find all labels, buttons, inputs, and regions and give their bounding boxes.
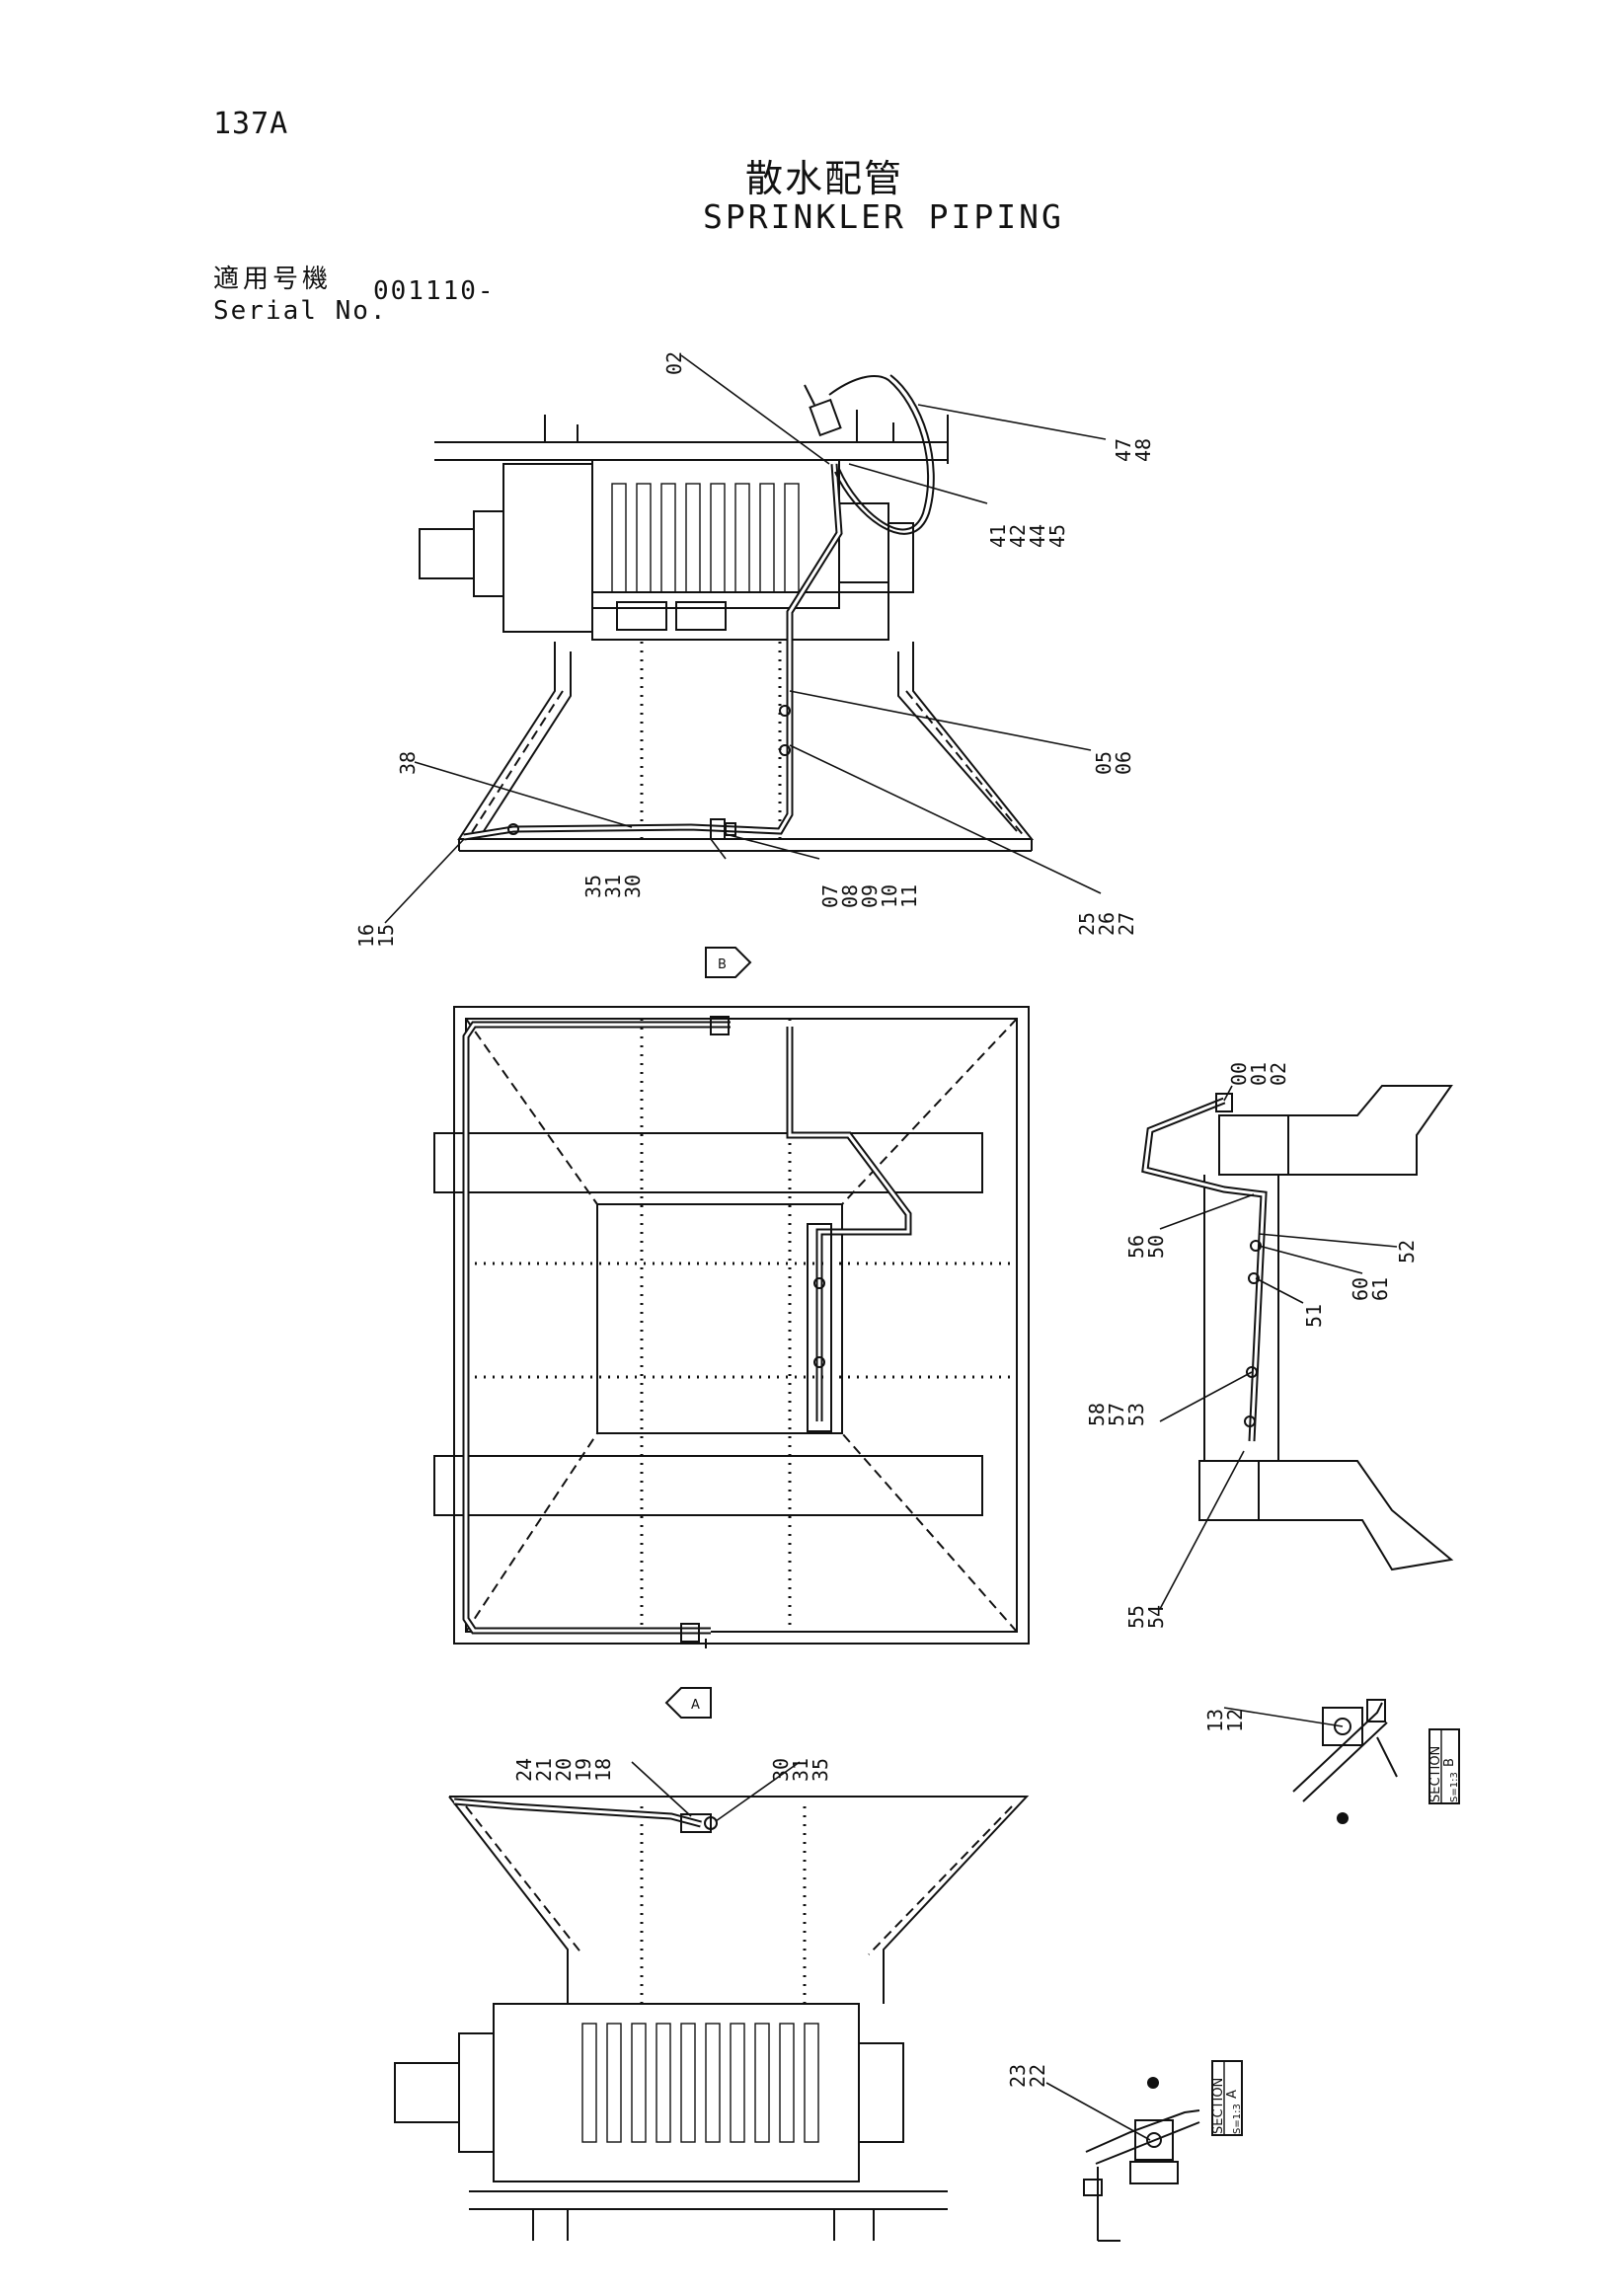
section-b-detail: SECTION B S=1:3 bbox=[1292, 1699, 1460, 1824]
svg-text:53: 53 bbox=[1124, 1403, 1148, 1426]
callout-top-41-45: 41 42 44 45 bbox=[986, 524, 1069, 548]
svg-text:57: 57 bbox=[1105, 1403, 1128, 1426]
svg-text:05: 05 bbox=[1092, 751, 1116, 775]
svg-text:27: 27 bbox=[1115, 912, 1138, 936]
svg-text:54: 54 bbox=[1144, 1605, 1168, 1629]
section-b-scale: S=1:3 bbox=[1449, 1772, 1460, 1802]
svg-text:02: 02 bbox=[1267, 1062, 1290, 1086]
callout-side-60-61: 60 61 bbox=[1349, 1277, 1392, 1301]
serial-label-english: Serial No. bbox=[213, 296, 388, 326]
svg-text:00: 00 bbox=[1227, 1062, 1251, 1086]
svg-text:24: 24 bbox=[512, 1758, 536, 1782]
view-arrow-a-letter: A bbox=[691, 1698, 700, 1713]
svg-text:01: 01 bbox=[1247, 1062, 1271, 1086]
svg-text:02: 02 bbox=[662, 351, 686, 375]
svg-text:47: 47 bbox=[1112, 438, 1135, 462]
svg-text:30: 30 bbox=[621, 875, 645, 898]
svg-text:55: 55 bbox=[1124, 1605, 1148, 1629]
section-b-letter: B bbox=[1442, 1758, 1457, 1767]
page-number: 137A bbox=[213, 107, 289, 141]
view-arrow-b: B bbox=[705, 947, 752, 978]
svg-text:56: 56 bbox=[1124, 1235, 1148, 1259]
callout-top-35-31-30: 35 31 30 bbox=[581, 875, 645, 898]
view-arrow-a: A bbox=[664, 1687, 712, 1719]
callout-side-58-53: 58 57 53 bbox=[1085, 1403, 1148, 1426]
bottom-view-drawing bbox=[394, 1796, 1030, 2241]
svg-text:51: 51 bbox=[1302, 1304, 1326, 1328]
callout-side-52: 52 bbox=[1395, 1240, 1419, 1263]
callout-side-00-02: 00 01 02 bbox=[1227, 1062, 1290, 1086]
svg-text:35: 35 bbox=[581, 875, 605, 898]
view-arrow-b-letter: B bbox=[718, 957, 727, 972]
callout-top-07-11: 07 08 09 10 11 bbox=[818, 884, 921, 908]
callout-top-47-48: 47 48 bbox=[1112, 438, 1155, 462]
title-japanese: 散水配管 bbox=[745, 157, 904, 200]
svg-text:15: 15 bbox=[374, 924, 398, 948]
svg-text:06: 06 bbox=[1112, 751, 1135, 775]
svg-text:09: 09 bbox=[858, 884, 882, 908]
svg-text:10: 10 bbox=[878, 884, 901, 908]
svg-text:48: 48 bbox=[1131, 438, 1155, 462]
svg-text:08: 08 bbox=[838, 884, 862, 908]
svg-text:42: 42 bbox=[1006, 524, 1030, 548]
callout-side-51: 51 bbox=[1302, 1304, 1326, 1328]
svg-text:41: 41 bbox=[986, 524, 1010, 548]
callout-top-25-27: 25 26 27 bbox=[1075, 912, 1138, 936]
svg-text:26: 26 bbox=[1095, 912, 1119, 936]
svg-text:35: 35 bbox=[809, 1758, 832, 1782]
svg-text:31: 31 bbox=[789, 1758, 812, 1782]
callout-side-56-50: 56 50 bbox=[1124, 1235, 1168, 1259]
callout-section-b-13-12: 13 12 bbox=[1203, 1709, 1247, 1732]
callout-side-55-54: 55 54 bbox=[1124, 1605, 1168, 1629]
plan-view-drawing bbox=[433, 1006, 1030, 1648]
svg-text:38: 38 bbox=[396, 751, 420, 775]
leader-lines bbox=[384, 354, 1398, 2141]
svg-text:12: 12 bbox=[1223, 1709, 1247, 1732]
svg-text:50: 50 bbox=[1144, 1235, 1168, 1259]
side-view-drawing bbox=[1141, 1085, 1454, 1571]
title-english: SPRINKLER PIPING bbox=[703, 197, 1064, 236]
svg-text:25: 25 bbox=[1075, 912, 1099, 936]
callout-section-a-23-22: 23 22 bbox=[1006, 2064, 1049, 2088]
svg-text:23: 23 bbox=[1006, 2064, 1030, 2088]
svg-text:60: 60 bbox=[1349, 1277, 1372, 1301]
callout-top-02: 02 bbox=[662, 351, 686, 375]
section-a-letter: A bbox=[1225, 2090, 1240, 2099]
callout-top-38: 38 bbox=[396, 751, 420, 775]
svg-text:18: 18 bbox=[591, 1758, 615, 1782]
callout-top-05-06: 05 06 bbox=[1092, 751, 1135, 775]
callout-bottom-30-35: 30 31 35 bbox=[769, 1758, 832, 1782]
svg-text:21: 21 bbox=[532, 1758, 556, 1782]
svg-text:52: 52 bbox=[1395, 1240, 1419, 1263]
serial-label-japanese: 適用号機 bbox=[213, 265, 333, 294]
serial-number-value: 001110- bbox=[373, 276, 496, 306]
svg-text:58: 58 bbox=[1085, 1403, 1109, 1426]
svg-text:13: 13 bbox=[1203, 1709, 1227, 1732]
section-b-label: SECTION bbox=[1428, 1746, 1443, 1802]
svg-text:22: 22 bbox=[1026, 2064, 1049, 2088]
svg-text:44: 44 bbox=[1026, 524, 1049, 548]
section-a-label: SECTION bbox=[1211, 2078, 1226, 2134]
svg-text:30: 30 bbox=[769, 1758, 793, 1782]
callout-bottom-24-18: 24 21 20 19 18 bbox=[512, 1758, 615, 1782]
svg-text:20: 20 bbox=[552, 1758, 576, 1782]
svg-text:61: 61 bbox=[1368, 1277, 1392, 1301]
top-view-drawing bbox=[419, 374, 1035, 852]
section-a-detail: SECTION A S=1:3 bbox=[1083, 2060, 1243, 2242]
svg-text:31: 31 bbox=[601, 875, 625, 898]
svg-text:11: 11 bbox=[897, 884, 921, 908]
svg-text:45: 45 bbox=[1045, 524, 1069, 548]
svg-text:07: 07 bbox=[818, 884, 842, 908]
svg-text:19: 19 bbox=[572, 1758, 595, 1782]
callout-top-16-15: 16 15 bbox=[354, 924, 398, 948]
svg-text:16: 16 bbox=[354, 924, 378, 948]
section-a-scale: S=1:3 bbox=[1232, 2104, 1243, 2134]
